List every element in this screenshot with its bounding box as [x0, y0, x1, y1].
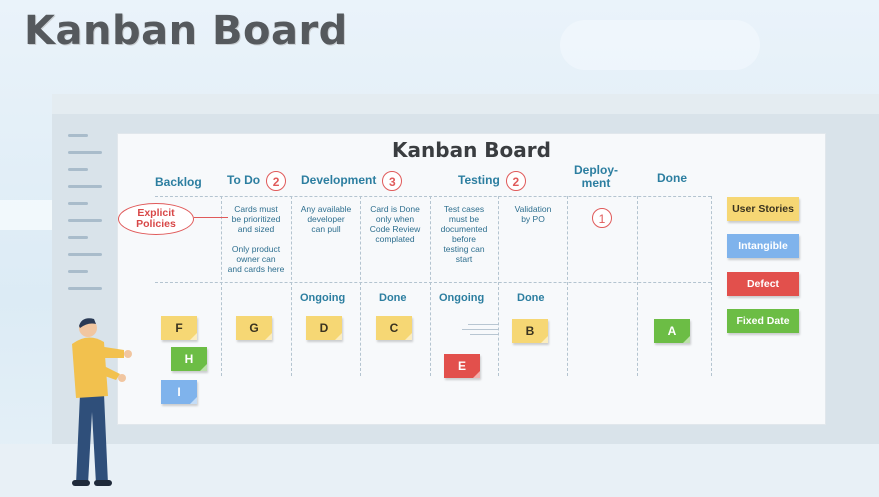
card-a[interactable]: A	[654, 319, 690, 343]
column-divider	[291, 196, 292, 376]
sub-column-dev-ongoing: Ongoing	[300, 292, 346, 304]
policy-todo: Cards must be prioritized and sized Only…	[227, 204, 285, 274]
column-header-backlog: Backlog	[155, 175, 202, 189]
wip-limit-badge: 3	[382, 171, 403, 191]
legend-intangible: Intangible	[727, 234, 799, 258]
legend-fixed-date: Fixed Date	[727, 309, 799, 333]
column-divider	[711, 196, 712, 376]
legend-defect: Defect	[727, 272, 799, 296]
background-cloud	[560, 20, 760, 70]
wip-limit-badge: 2	[505, 171, 526, 191]
column-divider	[498, 196, 499, 376]
wall-stripe	[52, 94, 879, 114]
sub-column-dev-done: Done	[379, 292, 407, 304]
page-title: Kanban Board	[24, 8, 348, 54]
motion-lines	[470, 334, 498, 335]
column-header-deployment: Deploy- ment	[574, 163, 619, 190]
card-b[interactable]: B	[512, 319, 548, 343]
policy-testing-done: Validation by PO	[514, 204, 552, 224]
column-divider	[637, 196, 638, 376]
card-e[interactable]: E	[444, 354, 480, 378]
sub-column-test-ongoing: Ongoing	[439, 292, 485, 304]
board-title: Kanban Board	[392, 138, 551, 162]
column-divider	[221, 196, 222, 376]
wall-decoration	[68, 134, 104, 304]
sub-column-test-done: Done	[517, 292, 545, 304]
deployment-wip-badge: 1	[592, 208, 612, 228]
floor	[0, 444, 879, 497]
card-c[interactable]: C	[376, 316, 412, 340]
policy-development-ongoing: Any available developer can pull	[300, 204, 352, 234]
motion-lines	[468, 324, 498, 325]
policy-testing-ongoing: Test cases must be documented before tes…	[440, 204, 488, 264]
wip-limit-badge: 2	[266, 171, 287, 191]
column-divider	[430, 196, 431, 376]
column-divider	[360, 196, 361, 376]
policy-connector	[194, 217, 228, 218]
column-header-done: Done	[657, 171, 687, 185]
legend-user-stories: User Stories	[727, 197, 799, 221]
policy-divider	[155, 282, 711, 283]
card-d[interactable]: D	[306, 316, 342, 340]
policy-development-done: Card is Done only when Code Review compl…	[369, 204, 421, 244]
card-f[interactable]: F	[161, 316, 197, 340]
card-i[interactable]: I	[161, 380, 197, 404]
explicit-policies-label: Explicit Policies	[118, 203, 194, 235]
presenter-illustration	[72, 318, 132, 486]
card-g[interactable]: G	[236, 316, 272, 340]
card-h[interactable]: H	[171, 347, 207, 371]
motion-lines	[462, 329, 498, 330]
column-divider	[567, 196, 568, 376]
header-divider	[155, 196, 711, 197]
